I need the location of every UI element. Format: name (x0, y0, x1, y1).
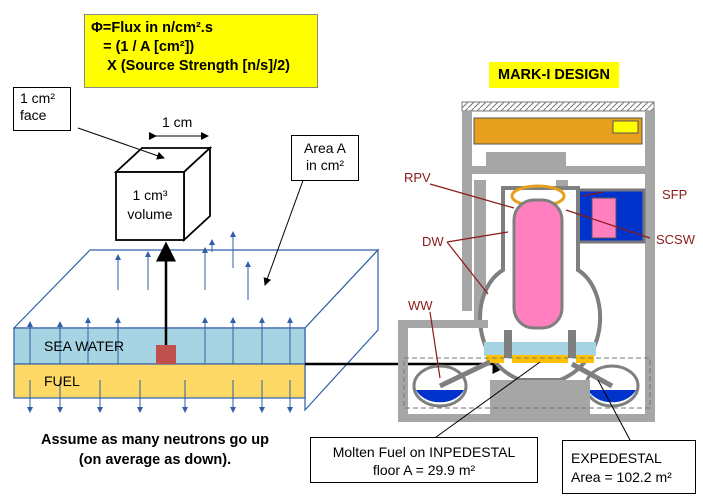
inpedestal-line2: floor A = 29.9 m² (372, 462, 476, 478)
design-title: MARK-I DESIGN (489, 62, 619, 88)
reactor-diagram (398, 101, 655, 441)
sfp-label: SFP (662, 187, 688, 202)
assumption-note: Assume as many neutrons go up (on averag… (10, 430, 300, 470)
area-label-box: Area A in cm² (291, 135, 359, 181)
dw-label: DW (422, 234, 444, 249)
face-label-line1: 1 cm² (20, 90, 55, 106)
ww-label: WW (408, 298, 433, 313)
area-pointer (263, 174, 306, 286)
flux-line-1: Φ=Flux in n/cm².s (91, 20, 213, 36)
fuel-layer (13, 363, 306, 399)
area-line2: in cm² (305, 157, 345, 173)
dimension-label: 1 cm (162, 114, 193, 130)
note-line2: (on average as down). (78, 452, 232, 468)
volume-line2: volume (127, 206, 173, 222)
rpv (512, 198, 564, 330)
inpedestal-box: Molten Fuel on INPEDESTAL floor A = 29.9… (310, 437, 538, 483)
note-line1: Assume as many neutrons go up (40, 432, 270, 448)
volume-line1: 1 cm³ (132, 187, 168, 203)
fuel-label: FUEL (44, 373, 80, 389)
expedestal-line1: EXPEDESTAL (571, 450, 662, 466)
inpedestal-line1: Molten Fuel on INPEDESTAL (332, 444, 516, 460)
upward-arrows (27, 231, 293, 413)
inpedestal-fuel (512, 355, 568, 363)
area-line1: Area A (303, 140, 347, 156)
expedestal-box: EXPEDESTAL Area = 102.2 m² (562, 440, 696, 494)
building-wall-right (645, 111, 655, 311)
slab-diagram (12, 127, 513, 413)
flux-line-3: X (Source Strength [n/s]/2) (91, 58, 290, 74)
unit-cube (113, 145, 213, 243)
rpv-label: RPV (404, 170, 431, 185)
face-label-box: 1 cm² face (13, 87, 71, 131)
crane-hatch (461, 101, 655, 112)
source-element (156, 345, 176, 364)
scsw-label: SCSW (656, 232, 695, 247)
face-label-line2: face (20, 107, 47, 123)
building-wall-left (462, 111, 472, 311)
expedestal-line2: Area = 102.2 m² (571, 469, 672, 485)
sea-water-label: SEA WATER (44, 338, 125, 354)
flux-line-2: = (1 / A [cm²]) (91, 39, 195, 55)
face-pointer (77, 127, 165, 160)
volume-label: 1 cm³ volume (118, 186, 182, 224)
flux-formula-box: Φ=Flux in n/cm².s = (1 / A [cm²]) X (Sou… (84, 14, 318, 88)
